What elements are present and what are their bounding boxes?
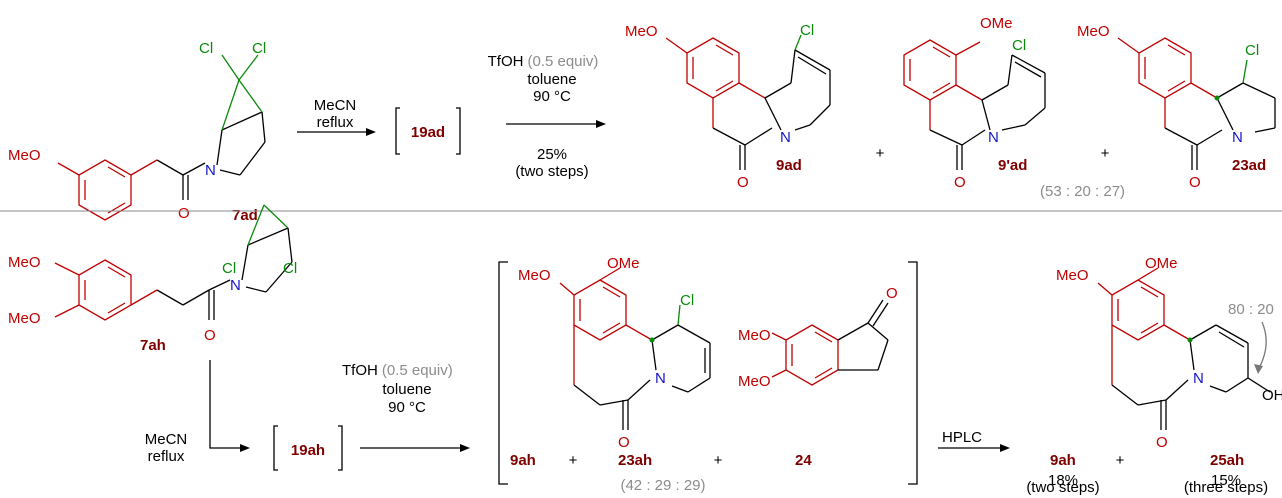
row2-prod-plus: + — [1116, 452, 1125, 469]
sm-7ad-structure — [57, 54, 266, 221]
sm-7ad-carbonyl-o: O — [178, 205, 190, 222]
product-23ad-structure — [1117, 37, 1276, 170]
product-25ah-ome: OMe — [1145, 255, 1178, 272]
row2-mix-plus-2: + — [714, 452, 723, 469]
sm-7ad-cl-2: Cl — [252, 40, 266, 57]
row1-plus-2: + — [1101, 145, 1110, 162]
product-25ah-oh: OH — [1262, 387, 1282, 404]
product-9prime-ad-structure — [903, 39, 1046, 170]
row1-step2-reagent: TfOH — [488, 53, 524, 70]
product-9ad-n: N — [780, 129, 791, 146]
row1-step2-temp: 90 °C — [533, 88, 571, 105]
product-25ah-structure — [1097, 267, 1271, 430]
row1-plus-1: + — [876, 145, 885, 162]
product-9prime-ad-ome: OMe — [980, 15, 1013, 32]
row1-step2-reagent-line: TfOH(0.5 equiv) — [488, 53, 599, 70]
product-23ah-structure — [559, 267, 711, 430]
row2-step2-solvent: toluene — [382, 381, 431, 398]
product-23ad-n: N — [1232, 129, 1243, 146]
product-24-structure — [771, 299, 889, 386]
product-23ad-meo: MeO — [1077, 23, 1110, 40]
row1-intermediate: 19ad — [411, 124, 445, 141]
product-9ad-o: O — [737, 174, 749, 191]
sm-7ah-meo-2: MeO — [8, 310, 41, 327]
sm-7ad-n: N — [205, 162, 216, 179]
row2-step1-line1: MeCN — [145, 431, 188, 448]
row1-step1-line2: reflux — [317, 114, 354, 131]
sm-7ad-meo: MeO — [8, 147, 41, 164]
row2-arrow-1 — [209, 360, 240, 449]
sm-7ah-cl-1: Cl — [222, 260, 236, 277]
product-23ah-cl: Cl — [680, 292, 694, 309]
row2-mix-a: 9ah — [510, 452, 536, 469]
product-24-o: O — [886, 285, 898, 302]
row2-arrow-3-head — [1000, 444, 1010, 452]
row1-bracket-left — [395, 107, 400, 155]
row1-step1-line1: MeCN — [314, 97, 357, 114]
product-9ad-structure — [665, 34, 831, 170]
sm-7ah-n: N — [230, 277, 241, 294]
product-23ah-n: N — [655, 370, 666, 387]
product-23ad-label: 23ad — [1232, 157, 1266, 174]
sm-7ah-o: O — [204, 327, 216, 344]
row1-step2-solvent: toluene — [527, 71, 576, 88]
sm-7ah-cl-2: Cl — [283, 260, 297, 277]
row2-bracket-right — [338, 425, 343, 471]
row1-step2-equiv: (0.5 equiv) — [527, 53, 598, 70]
product-9ad-cl: Cl — [800, 22, 814, 39]
product-9prime-ad-cl: Cl — [1012, 37, 1026, 54]
row2-prod-b: 25ah — [1210, 452, 1244, 469]
row2-bracket-left — [273, 425, 278, 471]
sm-7ah-meo-1: MeO — [8, 254, 41, 271]
row1-ratio: (53 : 20 : 27) — [1040, 183, 1125, 200]
row2-mix-bracket-right — [908, 261, 918, 485]
row2-arrow-1-head — [240, 444, 250, 452]
product-25ah-dr: 80 : 20 — [1228, 301, 1274, 318]
row1-step2-yield: 25% — [537, 146, 567, 163]
product-23ad-cl: Cl — [1245, 42, 1259, 59]
row1-arrow-1-head — [366, 128, 376, 136]
row2-mix-ratio: (42 : 29 : 29) — [620, 477, 705, 494]
row2-step2-reagent: TfOH — [342, 362, 378, 379]
product-24-meo-1: MeO — [738, 327, 771, 344]
row2-prod-b-yield: 15% — [1211, 472, 1241, 489]
row2-step2-equiv: (0.5 equiv) — [382, 362, 453, 379]
product-9prime-ad-n: N — [988, 129, 999, 146]
row2-mix-plus-1: + — [569, 452, 578, 469]
product-25ah-n: N — [1193, 370, 1204, 387]
row2-step2-reagent-line: TfOH(0.5 equiv) — [342, 362, 453, 379]
product-9ad-meo: MeO — [625, 23, 658, 40]
product-9ad-label: 9ad — [776, 157, 802, 174]
row2-hplc: HPLC — [942, 429, 982, 446]
product-9prime-ad-o: O — [954, 174, 966, 191]
row1-bracket-right — [456, 107, 461, 155]
row2-prod-a: 9ah — [1050, 452, 1076, 469]
product-9prime-ad-label: 9'ad — [998, 157, 1027, 174]
row2-mix-b: 23ah — [618, 452, 652, 469]
row2-mix-c: 24 — [795, 452, 812, 469]
sm-7ah-label: 7ah — [140, 337, 166, 354]
row2-mix-bracket-left — [498, 261, 508, 485]
product-25ah-meo: MeO — [1056, 267, 1089, 284]
product-23ah-o: O — [618, 434, 630, 451]
row2-prod-a-yield: 18% — [1048, 472, 1078, 489]
row2-step2-temp: 90 °C — [388, 399, 426, 416]
row2-arrow-2-head — [460, 444, 470, 452]
sm-7ah-structure — [54, 204, 293, 321]
row1-step2-note: (two steps) — [515, 163, 588, 180]
product-24-meo-2: MeO — [738, 373, 771, 390]
row2-prod-b-note: (three steps) — [1184, 479, 1268, 496]
product-23ah-ome: OMe — [607, 255, 640, 272]
product-25ah-o: O — [1156, 434, 1168, 451]
product-23ad-o: O — [1189, 174, 1201, 191]
product-23ah-meo: MeO — [518, 267, 551, 284]
row2-step1-line2: reflux — [148, 448, 185, 465]
row1-arrow-2-head — [596, 120, 606, 128]
sm-7ad-label: 7ad — [232, 207, 258, 224]
row2-intermediate: 19ah — [291, 442, 325, 459]
row2-prod-a-note: (two steps) — [1026, 479, 1099, 496]
sm-7ad-cl-1: Cl — [199, 40, 213, 57]
